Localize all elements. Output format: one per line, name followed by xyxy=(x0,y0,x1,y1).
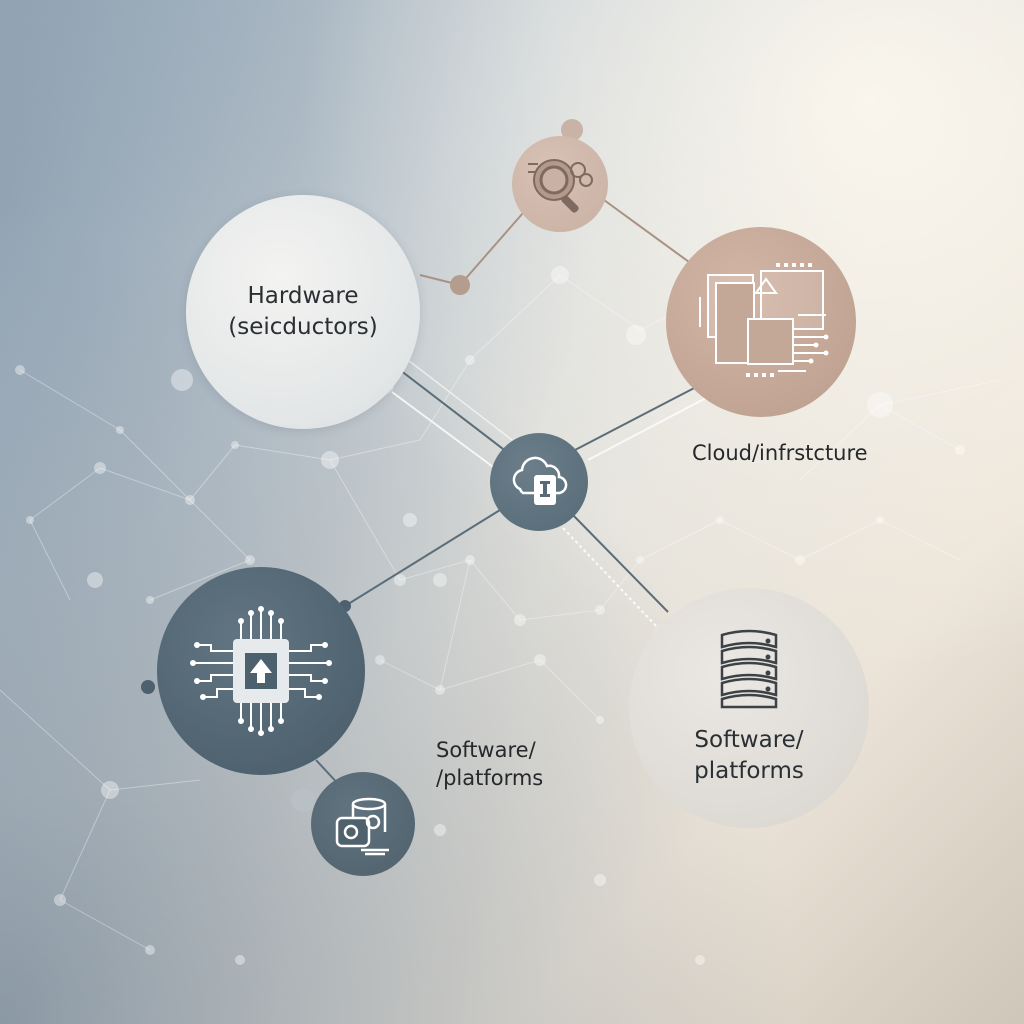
database-gear-icon xyxy=(335,797,389,856)
hardware-node[interactable]: Hardware (seicductors) xyxy=(186,195,420,429)
connector-hardware-hub xyxy=(399,369,521,463)
search-node[interactable] xyxy=(512,136,608,232)
database-node[interactable] xyxy=(311,772,415,876)
magnifier-gears-icon xyxy=(528,159,593,213)
chip-node[interactable] xyxy=(157,567,365,775)
cloud-infrastructure-label: Cloud/infrstcture xyxy=(692,441,868,465)
software-platforms-node[interactable]: Software/ platforms xyxy=(629,588,869,828)
server-stack-icon xyxy=(720,629,778,709)
circuit-windows-icon xyxy=(699,263,829,377)
software-platforms-line1: Software/ xyxy=(694,726,804,753)
software-left-line2: /platforms xyxy=(436,765,544,790)
connector-hub-software xyxy=(569,511,669,613)
hardware-label-line2: (seicductors) xyxy=(228,314,378,340)
software-platforms-left-label: Software/ /platforms xyxy=(436,737,543,793)
connector-hub-cloud xyxy=(574,384,701,451)
hardware-label: Hardware (seicductors) xyxy=(228,281,377,343)
hub-node[interactable] xyxy=(490,433,588,531)
connector-hub-chip xyxy=(344,509,501,607)
connector-search-cloud xyxy=(603,199,701,271)
cpu-chip-icon xyxy=(190,606,332,736)
software-platforms-line2: platforms xyxy=(694,758,804,784)
cloud-node[interactable] xyxy=(666,227,856,417)
software-platforms-label: Software/ platforms xyxy=(694,725,804,787)
cloud-network-icon xyxy=(512,456,568,505)
connector-search-mid xyxy=(459,204,531,286)
software-left-line1: Software/ xyxy=(436,738,536,762)
hardware-label-line1: Hardware xyxy=(247,282,359,309)
